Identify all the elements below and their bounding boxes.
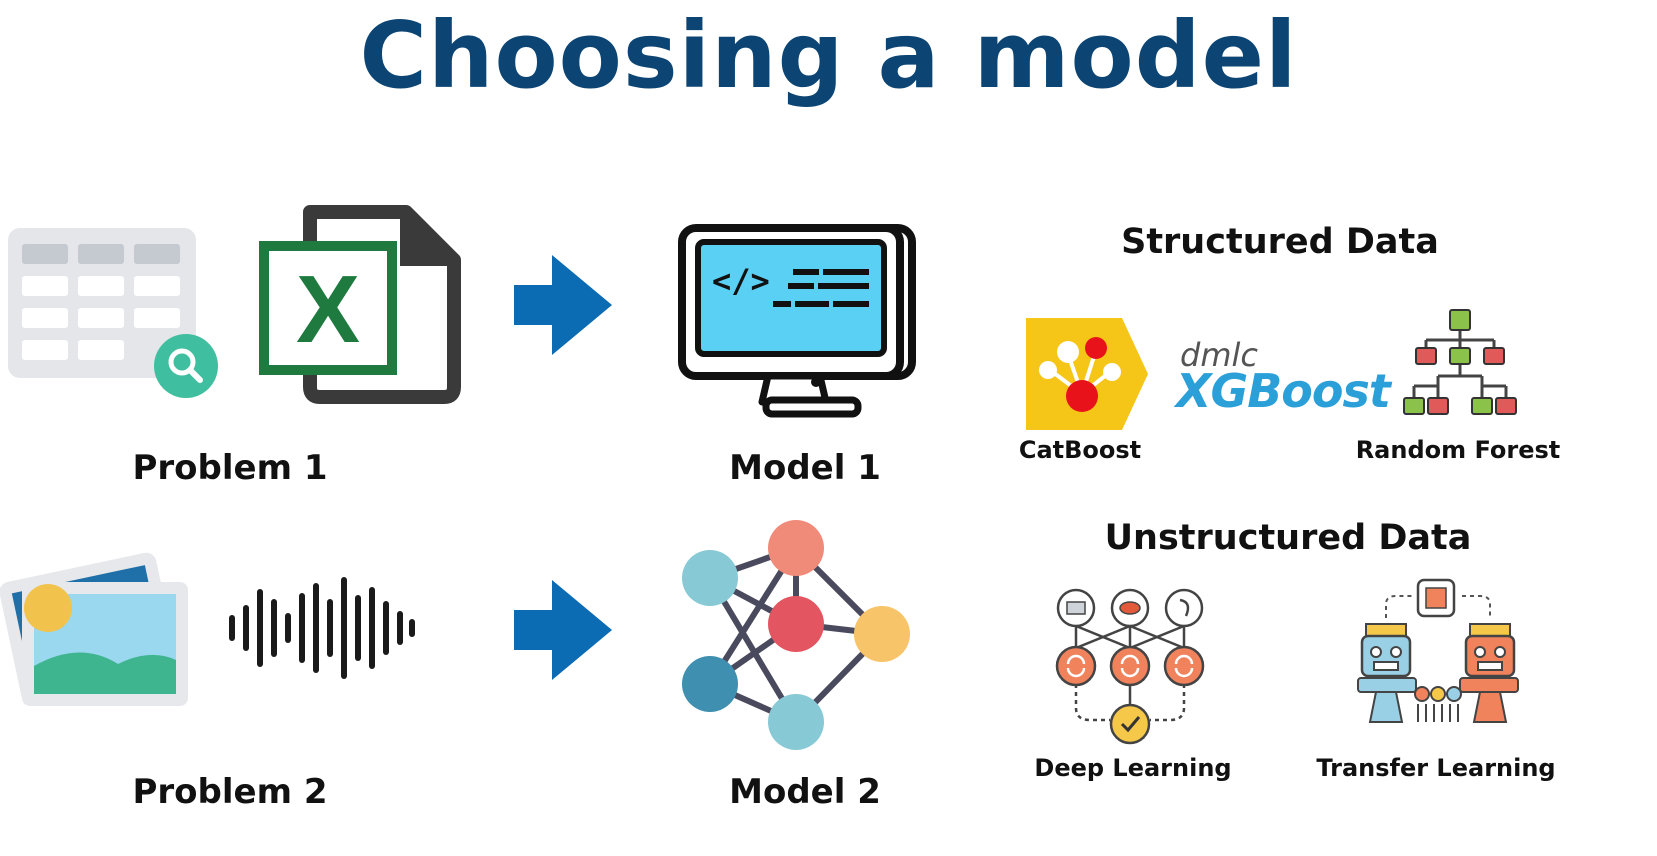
unstructured-data-heading: Unstructured Data	[1104, 518, 1472, 558]
decision-tree-icon	[1400, 306, 1520, 422]
photos-icon	[0, 544, 195, 714]
arrow-right-icon	[514, 255, 614, 355]
catboost-label: CatBoost	[1018, 436, 1142, 464]
page-title: Choosing a model	[359, 2, 1298, 109]
random-forest-label: Random Forest	[1355, 436, 1561, 464]
computer-code-icon: </>	[676, 224, 916, 424]
problem-1-label: Problem 1	[132, 448, 328, 488]
table-search-icon	[6, 226, 221, 401]
model-2-label: Model 2	[729, 772, 881, 812]
excel-file-icon: X	[258, 202, 463, 407]
xgboost-logo-text: XGBoost	[1176, 364, 1391, 418]
arrow-right-icon	[514, 580, 614, 680]
model-1-label: Model 1	[729, 448, 881, 488]
neural-network-icon	[678, 518, 918, 754]
svg-text:</>: </>	[712, 262, 770, 300]
catboost-logo-icon	[1026, 318, 1150, 430]
sound-wave-icon	[226, 568, 418, 688]
svg-text:X: X	[296, 256, 360, 363]
deep-learning-icon	[1050, 586, 1220, 752]
transfer-learning-icon	[1356, 574, 1520, 734]
xgboost-prefix: dmlc	[1180, 336, 1258, 374]
structured-data-heading: Structured Data	[1121, 222, 1439, 262]
deep-learning-label: Deep Learning	[1034, 754, 1232, 782]
transfer-learning-label: Transfer Learning	[1316, 754, 1556, 782]
problem-2-label: Problem 2	[132, 772, 328, 812]
